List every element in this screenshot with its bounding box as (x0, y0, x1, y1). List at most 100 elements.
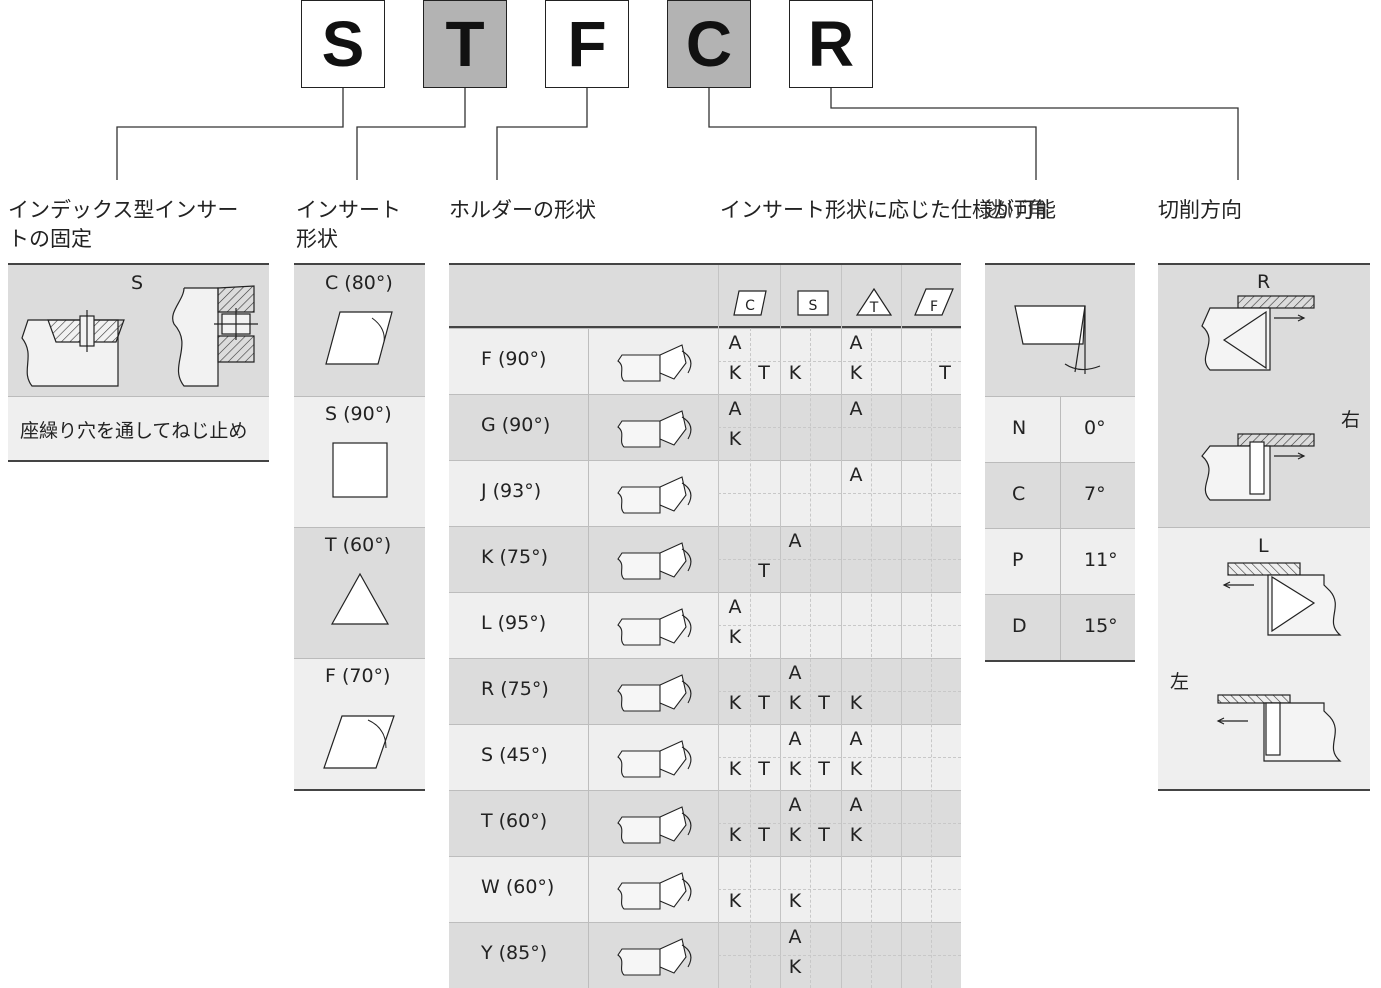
clearance-angle: 11° (1084, 549, 1118, 571)
holder-row-divider (588, 394, 589, 460)
right-hand-tool-diagram (1201, 295, 1315, 501)
clamping-desc-cell (8, 396, 269, 460)
holder-subrow-line (718, 625, 961, 626)
holder-code-value: K (728, 692, 742, 714)
clearance-top-rule (985, 263, 1135, 265)
hand-top-rule (1158, 263, 1370, 265)
code-letter-5: R (789, 0, 873, 88)
holder-row-divider (588, 592, 589, 658)
clearance-row-divider (1060, 594, 1061, 660)
insert-shape-title: インサート 形状 (296, 196, 401, 254)
hand-left-label: 左 (1170, 671, 1190, 693)
hand-title: 切削方向 (1158, 198, 1242, 222)
holder-row-divider (588, 790, 589, 856)
insert-shape-bottom-rule (294, 789, 425, 791)
hand-left-code: L (1258, 535, 1269, 557)
holder-code-value: A (788, 794, 802, 816)
svg-text:C: C (745, 298, 755, 314)
holder-subrow-line (718, 559, 961, 560)
svg-text:F: F (930, 299, 938, 315)
hand-bottom-rule (1158, 789, 1370, 791)
holder-code-value: A (728, 398, 742, 420)
hand-right-code: R (1257, 271, 1271, 293)
holder-subcolumn-line (931, 328, 932, 988)
holder-code-value: K (788, 692, 802, 714)
holder-style-icon (617, 542, 692, 580)
insert-shape-top-rule (294, 263, 425, 265)
insert-shape-label-t: T (60°) (325, 534, 392, 556)
holder-style-icon (617, 410, 692, 448)
holder-style-icon (617, 938, 692, 976)
holder-style-icon (617, 740, 692, 778)
holder-column-line (841, 265, 842, 988)
holder-col-icon-t: T (855, 287, 893, 316)
clamping-top-rule (8, 263, 269, 265)
holder-style-icon (617, 806, 692, 844)
holder-row-label: L (95°) (481, 612, 547, 634)
holder-row-divider (588, 724, 589, 790)
holder-col-icon-f: F (914, 288, 954, 316)
holder-row-divider (588, 658, 589, 724)
holder-subrow-line (718, 691, 961, 692)
holder-column-line (780, 265, 781, 988)
holder-subrow-line (718, 427, 961, 428)
holder-code-value: A (788, 530, 802, 552)
holder-subcolumn-line (871, 328, 872, 988)
rhombus-70-icon (323, 715, 395, 769)
holder-code-value: A (788, 728, 802, 750)
holder-code-value: T (758, 362, 770, 384)
holder-code-value: K (849, 692, 863, 714)
holder-code-value: A (788, 662, 802, 684)
holder-subrow-line (718, 823, 961, 824)
holder-code-value: K (788, 824, 802, 846)
holder-code-value: A (788, 926, 802, 948)
code-letter-5-text: R (807, 8, 855, 80)
holder-code-value: K (788, 890, 802, 912)
clearance-code: P (1012, 549, 1024, 571)
holder-code-value: A (849, 794, 863, 816)
clearance-code: C (1012, 483, 1026, 505)
holder-top-rule (449, 263, 961, 265)
holder-row-divider (588, 526, 589, 592)
code-letter-3: F (545, 0, 629, 88)
holder-code-value: K (728, 428, 742, 450)
clearance-angle: 15° (1084, 615, 1118, 637)
holder-row-label: G (90°) (481, 414, 551, 436)
clearance-angle: 0° (1084, 417, 1106, 439)
holder-row-label: Y (85°) (481, 942, 548, 964)
holder-col-icon-c: C (733, 290, 767, 316)
square-icon (332, 442, 388, 498)
connector-lines (116, 88, 1239, 180)
holder-subrow-line (718, 889, 961, 890)
screw-clamp-diagram (21, 285, 258, 387)
holder-subcolumn-line (810, 328, 811, 988)
insert-shape-label-c: C (80°) (325, 272, 393, 294)
holder-subrow-line (718, 955, 961, 956)
code-letter-2: T (423, 0, 507, 88)
holder-code-value: T (758, 824, 770, 846)
holder-code-value: T (818, 758, 830, 780)
holder-row-divider (588, 460, 589, 526)
holder-code-value: T (818, 692, 830, 714)
holder-code-value: K (728, 626, 742, 648)
clearance-row-divider (1060, 528, 1061, 594)
triangle-icon (330, 572, 390, 625)
holder-style-icon (617, 476, 692, 514)
clearance-row-divider (1060, 462, 1061, 528)
insert-shape-title-line1: インサート (296, 198, 401, 222)
insert-shape-title-line2: 形状 (296, 227, 338, 251)
code-letter-1: S (301, 0, 385, 88)
holder-row-label: J (93°) (481, 480, 542, 502)
holder-code-value: A (728, 332, 742, 354)
holder-style-icon (617, 344, 692, 382)
clearance-angle-diagram (1014, 305, 1101, 374)
clearance-row-divider (1060, 396, 1061, 462)
clamping-title-line1: インデックス型インサー (8, 198, 239, 222)
clearance-code: D (1012, 615, 1027, 637)
holder-code-value: T (758, 758, 770, 780)
svg-text:T: T (869, 300, 879, 316)
holder-code-value: A (849, 728, 863, 750)
holder-code-value: T (758, 692, 770, 714)
holder-row-label: T (60°) (481, 810, 548, 832)
holder-column-line (901, 265, 902, 988)
